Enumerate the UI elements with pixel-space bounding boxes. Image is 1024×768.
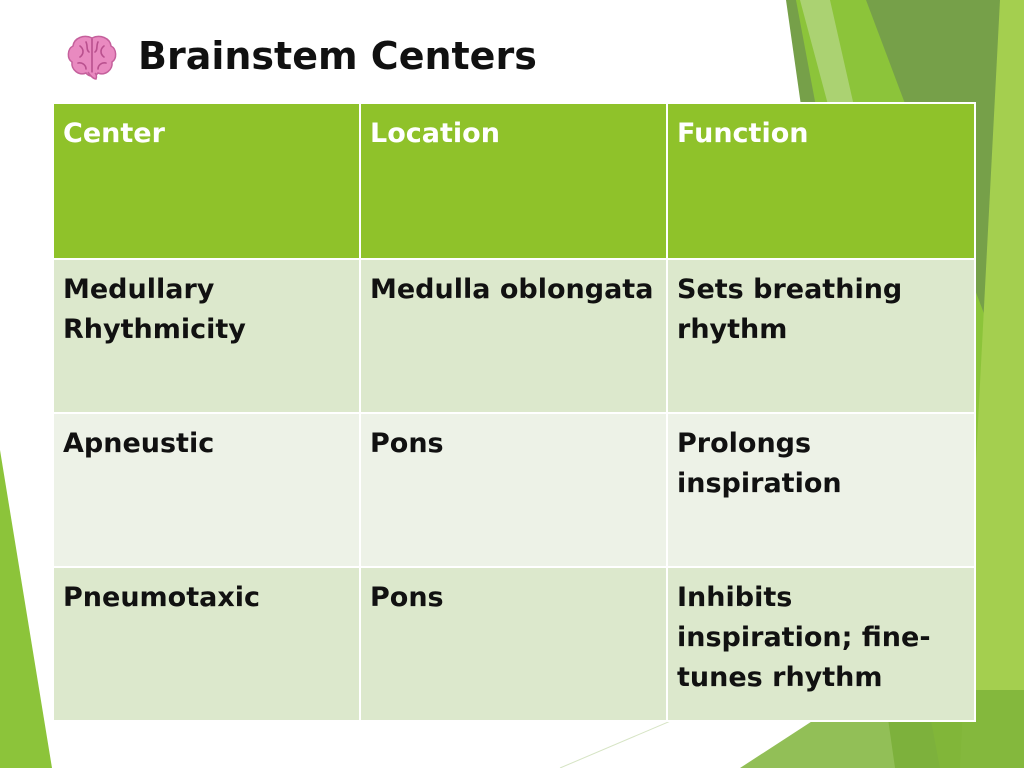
table-row: Apneustic Pons Prolongs inspiration (52, 412, 976, 568)
cell-center: Apneustic (52, 412, 361, 568)
title-area: Brainstem Centers (66, 28, 537, 84)
header-location: Location (359, 102, 668, 260)
table-row: Pneumotaxic Pons Inhibits inspiration; f… (52, 566, 976, 722)
header-function: Function (666, 102, 976, 260)
cell-function: Inhibits inspiration; fine-tunes rhythm (666, 566, 976, 722)
left-shape (0, 450, 52, 768)
cell-function: Prolongs inspiration (666, 412, 976, 568)
cell-location: Pons (359, 412, 668, 568)
right-shape-light (960, 0, 1024, 768)
table-row: Medullary Rhythmicity Medulla oblongata … (52, 258, 976, 414)
brainstem-centers-table: Center Location Function Medullary Rhyth… (52, 102, 976, 722)
cell-function: Sets breathing rhythm (666, 258, 976, 414)
cell-center: Medullary Rhythmicity (52, 258, 361, 414)
table-header-row: Center Location Function (52, 102, 976, 260)
cell-location: Medulla oblongata (359, 258, 668, 414)
cell-center: Pneumotaxic (52, 566, 361, 722)
brain-icon (67, 35, 117, 80)
header-center: Center (52, 102, 361, 260)
cell-location: Pons (359, 566, 668, 722)
page-title: Brainstem Centers (138, 34, 537, 78)
